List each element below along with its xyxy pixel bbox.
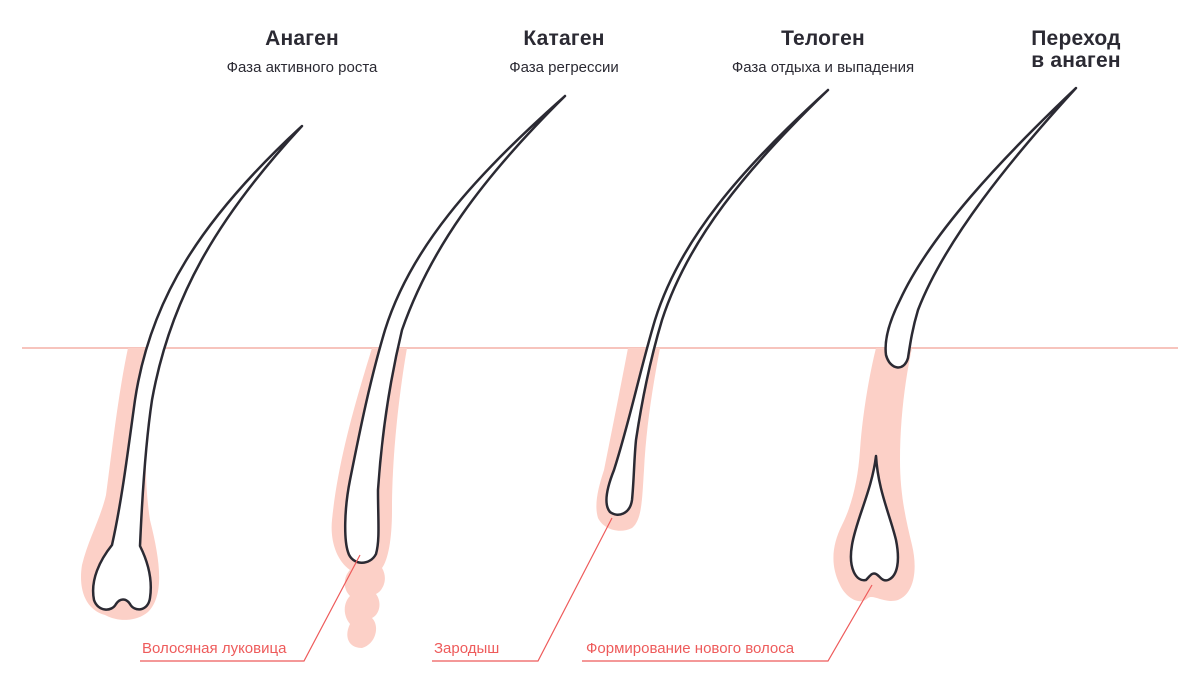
- callout-new-hair: Формирование нового волоса: [586, 640, 795, 657]
- phase-subtitle-anagen: Фаза активного роста: [226, 59, 378, 76]
- callout-hair-bulb: Волосяная луковица: [142, 640, 287, 657]
- germ-leader-line: [432, 517, 613, 662]
- phase-title-transition-line1: Переход: [1031, 27, 1121, 50]
- phase-subtitle-telogen: Фаза отдыха и выпадения: [731, 59, 915, 76]
- transition-hair: [833, 86, 1078, 602]
- callout-germ: Зародыш: [434, 640, 500, 657]
- catagen-hair: [331, 94, 567, 648]
- anagen-hair: [80, 124, 304, 620]
- phase-title-catagen: Катаген: [523, 27, 605, 50]
- phase-subtitle-catagen: Фаза регрессии: [509, 59, 619, 76]
- old-hair-shaft: [884, 86, 1078, 369]
- phase-title-transition: Переход в анаген: [956, 28, 1196, 72]
- anagen-hair-shaft: [91, 124, 304, 611]
- phase-title-telogen: Телоген: [781, 27, 865, 50]
- phase-title-anagen: Анаген: [265, 27, 339, 50]
- phase-title-transition-line2: в анаген: [1031, 49, 1121, 72]
- new-hair-bulb: [849, 454, 900, 582]
- bulb-leader-line: [140, 554, 361, 662]
- telogen-hair: [596, 88, 830, 531]
- telogen-hair-shaft: [605, 88, 830, 516]
- new-hair-leader-line: [582, 584, 873, 662]
- catagen-hair-shaft: [343, 94, 567, 564]
